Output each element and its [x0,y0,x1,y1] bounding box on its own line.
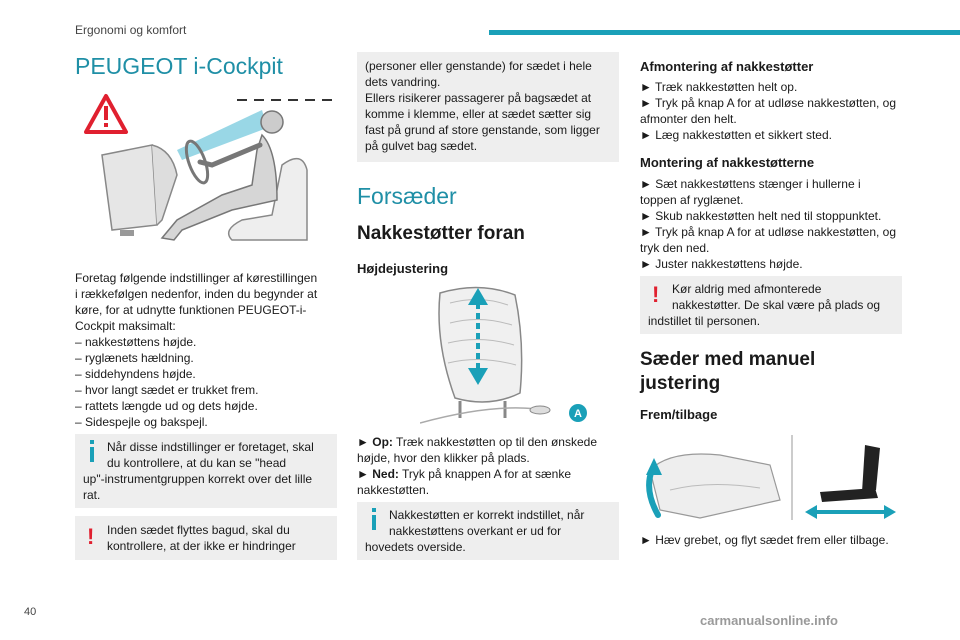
step-line: afmonter den helt. [640,112,737,126]
heading-nakkestotter-foran: Nakkestøtter foran [357,223,525,244]
warning-line: Inden sædet flyttes bagud, skal du [107,523,290,537]
warning-line: Kør aldrig med afmonterede [672,282,822,296]
list-item: – siddehyndens højde. [75,367,196,381]
step-line: nakkestøtten. [357,483,430,497]
exclamation-icon: ! [652,282,660,307]
info-box-1: Når disse indstillinger er foretaget, sk… [75,434,337,508]
intro-line: Cockpit maksimalt: [75,319,176,333]
page-title: PEUGEOT i-Cockpit [75,53,283,79]
warning-line: kontrollere, at der ikke er hindringer [107,539,296,553]
warning-line: på gulvet bag sædet. [365,139,478,153]
section-title-forsaeder: Forsæder [357,183,457,209]
header-section-label: Ergonomi og komfort [75,23,187,37]
list-item: – nakkestøttens højde. [75,335,197,349]
step-line: ► Skub nakkestøtten helt ned til stoppun… [640,209,882,223]
info-line: up"-instrumentgruppen korrekt over det l… [83,472,313,486]
info-line: Når disse indstillinger er foretaget, sk… [107,440,314,454]
step-line: ► Juster nakkestøttens højde. [640,257,803,271]
step-line: toppen af ryglænet. [640,193,744,207]
warning-line: (personer eller genstande) for sædet i h… [365,59,592,73]
heading-line: Sæder med manuel [640,349,816,370]
header-accent-bar [489,30,960,35]
step-line: ► Sæt nakkestøttens stænger i hullerne i [640,177,861,191]
info-line: Nakkestøtten er korrekt indstillet, når [389,508,585,522]
exclamation-icon: ! [87,524,95,549]
label-a: A [574,408,582,420]
warning-box-2: ! Kør aldrig med afmonterede nakkestøtte… [640,276,902,334]
warning-line: komme i klemme, eller at sædet sætter si… [365,107,592,121]
step-line: tryk den ned. [640,241,710,255]
column-1: PEUGEOT i-Cockpit [75,52,340,80]
height-steps: ► Op: Træk nakkestøtten op til den ønske… [357,434,622,498]
list-item: – hvor langt sædet er trukket frem. [75,383,259,397]
warning-line: dets vandring. [365,75,441,89]
step-line: ► Læg nakkestøtten et sikkert sted. [640,128,832,142]
info-line: nakkestøttens overkant er ud for [389,524,562,538]
warning-line: Ellers risikerer passagerer på bagsædet … [365,91,592,105]
info-icon [90,440,94,462]
heading-saeder-manuel: Sæder med manuel justering [640,348,910,396]
warning-box-continued: (personer eller genstande) for sædet i h… [357,52,619,162]
step-line: højde, hvor den klikker på plads. [357,451,530,465]
intro-line: Foretag følgende indstillinger af kørest… [75,271,318,285]
step-line: ► Ned: Tryk på knappen A for at sænke [357,467,572,481]
cockpit-illustration [84,94,337,241]
intro-line: i rækkefølgen nedenfor, inden du begynde… [75,287,318,301]
heading-montering: Montering af nakkestøtterne [640,155,815,170]
list-item: – Sidespejle og bakspejl. [75,415,208,429]
intro-text: Foretag følgende indstillinger af kørest… [75,270,340,430]
headrest-illustration: A [420,286,587,424]
info-icon [372,508,376,530]
heading-line: justering [640,373,721,394]
warning-line: nakkestøtter. De skal være på plads og [672,298,881,312]
warning-box-1: ! Inden sædet flyttes bagud, skal du kon… [75,516,337,560]
montering-steps: ► Sæt nakkestøttens stænger i hullerne i… [640,176,910,272]
watermark: carmanualsonline.info [700,613,838,628]
intro-line: køre, for at udnytte funktionen PEUGEOT-… [75,303,307,317]
step-line: ► Træk nakkestøtten helt op. [640,80,798,94]
seat-adjust-illustration [646,435,896,520]
step-line: ► Tryk på knap A for at udløse nakkestøt… [640,225,897,239]
info-box-2: Nakkestøtten er korrekt indstillet, når … [357,502,619,560]
heading-afmontering: Afmontering af nakkestøtter [640,59,814,74]
warning-triangle-icon [84,94,128,134]
warning-line: fast på grund af store genstande, som li… [365,123,600,137]
warning-line: indstillet til personen. [648,314,761,328]
heading-hojdejustering: Højdejustering [357,261,449,276]
list-item: – ryglænets hældning. [75,351,194,365]
afmontering-steps: ► Træk nakkestøtten helt op. ► Tryk på k… [640,79,910,143]
frem-tilbage-step: ► Hæv grebet, og flyt sædet frem eller t… [640,533,889,547]
list-item: – rattets længde ud og dets højde. [75,399,258,413]
step-line: ► Tryk på knap A for at udløse nakkestøt… [640,96,897,110]
info-line: du kontrollere, at du kan se "head [107,456,287,470]
page-number: 40 [24,606,37,618]
info-line: hovedets overside. [365,540,466,554]
heading-frem-tilbage: Frem/tilbage [640,407,718,422]
step-line: ► Op: Træk nakkestøtten op til den ønske… [357,435,598,449]
info-line: rat. [83,488,101,502]
